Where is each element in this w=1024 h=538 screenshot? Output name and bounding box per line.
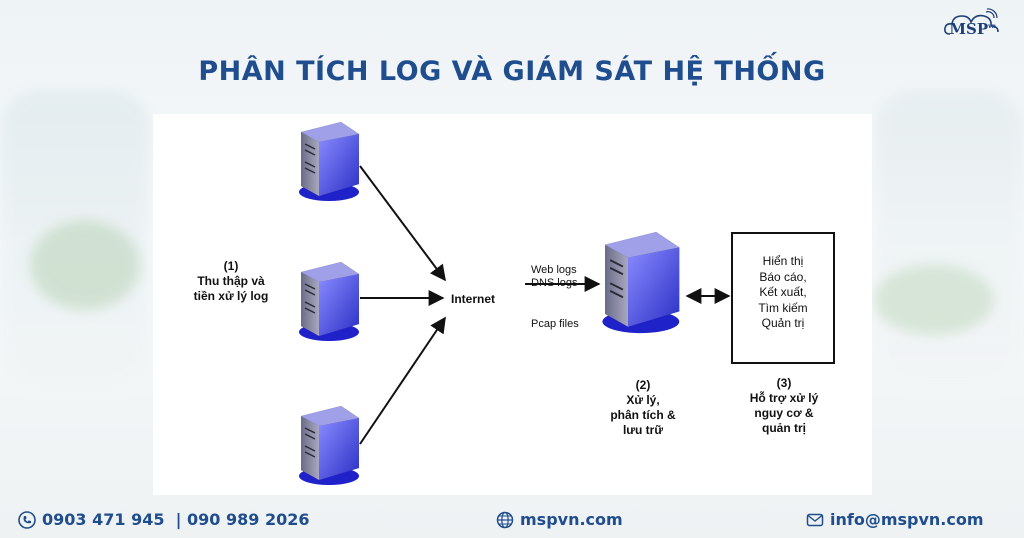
dns-logs-label: DNS logs	[531, 277, 578, 289]
box-item-search: Tìm kiếm	[758, 300, 808, 315]
logo-wordmark: MSPvn	[949, 20, 996, 38]
processing-server-icon	[601, 231, 681, 335]
stage1-line1: Thu thập và	[197, 274, 265, 288]
stage1-number: (1)	[223, 259, 239, 273]
website-link[interactable]: mspvn.com	[496, 510, 623, 529]
arrow-bottom-to-internet	[359, 316, 446, 445]
box-item-report: Báo cáo,	[759, 269, 807, 284]
background-plant-right	[874, 265, 994, 335]
stage3-line1: Hỗ trợ xử lý	[749, 391, 819, 405]
stage3-label: (3) Hỗ trợ xử lý nguy cơ & quản trị	[731, 376, 837, 436]
website-url: mspvn.com	[520, 510, 623, 529]
internet-label: Internet	[451, 292, 496, 306]
box-item-admin: Quản trị	[761, 316, 805, 330]
stage3-number: (3)	[776, 376, 792, 390]
email-address: info@mspvn.com	[830, 510, 984, 529]
web-logs-label: Web logs	[531, 264, 577, 276]
stage2-label: (2) Xử lý, phân tích & lưu trữ	[593, 378, 693, 438]
stage2-line3: lưu trữ	[622, 423, 664, 437]
mail-icon	[806, 513, 824, 526]
phone-icon	[18, 510, 36, 529]
source-server-top-icon	[298, 121, 360, 202]
phone-contact[interactable]: 0903 471 945 | 090 989 2026	[18, 510, 310, 529]
stage2-number: (2)	[635, 378, 651, 392]
logo-text: MSP	[949, 20, 989, 38]
source-server-middle-icon	[298, 261, 360, 342]
globe-icon	[496, 511, 514, 528]
stage1-line2: tiền xử lý log	[193, 289, 269, 303]
phone-numbers: 0903 471 945 | 090 989 2026	[42, 510, 310, 529]
contact-footer: 0903 471 945 | 090 989 2026 mspvn.com in…	[0, 500, 1024, 538]
stage2-line2: phân tích &	[610, 408, 676, 422]
page-title: PHÂN TÍCH LOG VÀ GIÁM SÁT HỆ THỐNG	[198, 56, 826, 87]
stage2-line1: Xử lý,	[626, 393, 660, 407]
pcap-files-label: Pcap files	[531, 318, 579, 330]
email-link[interactable]: info@mspvn.com	[806, 510, 984, 529]
diagram-canvas	[298, 121, 731, 486]
box-item-export: Kết xuất,	[759, 285, 807, 299]
stage1-label: (1) Thu thập và tiền xử lý log	[181, 259, 281, 304]
output-functions-box: Hiển thị Báo cáo, Kết xuất, Tìm kiếm Quả…	[731, 232, 835, 364]
stage3-line3: quản trị	[762, 421, 806, 435]
arrow-top-to-internet	[359, 165, 446, 282]
msp-cloud-logo-icon	[944, 8, 999, 35]
source-server-bottom-icon	[298, 405, 360, 486]
diagram-panel: (1) Thu thập và tiền xử lý log Internet …	[153, 114, 872, 495]
background-plant-left	[30, 220, 140, 310]
stage3-line2: nguy cơ &	[754, 406, 814, 420]
logo-superscript: vn	[988, 23, 996, 30]
background-right	[874, 90, 1024, 390]
box-item-display: Hiển thị	[762, 254, 804, 268]
